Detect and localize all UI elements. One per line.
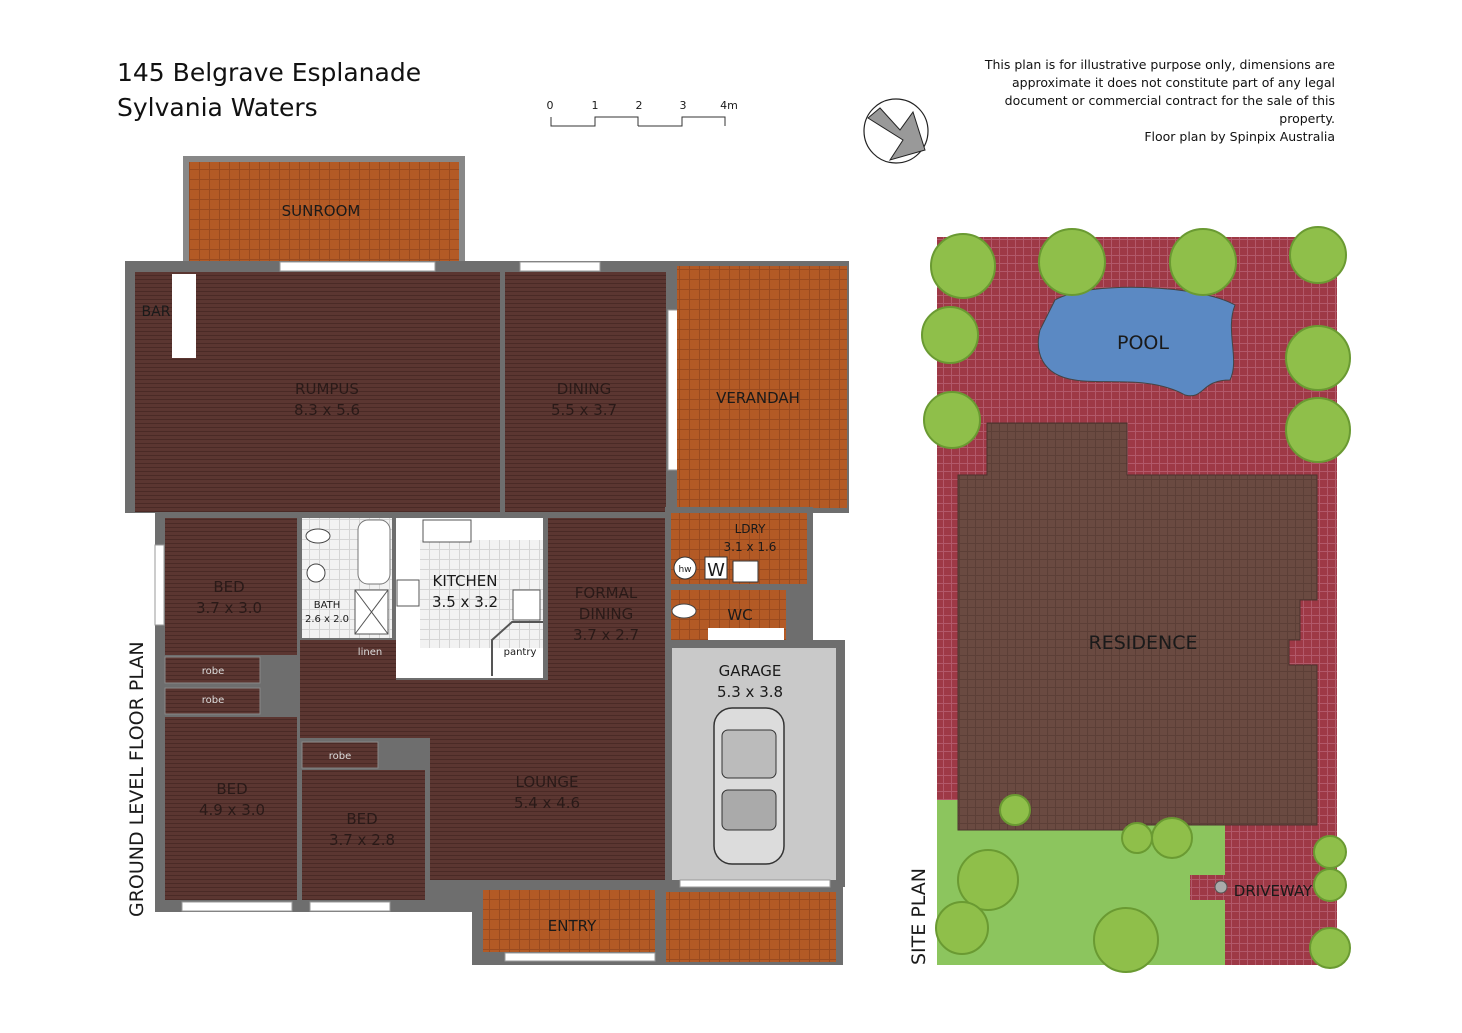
room-sunroom — [189, 162, 459, 262]
scale-tick: 0 — [547, 99, 554, 112]
room-label: LDRY — [735, 522, 766, 536]
room-label: robe — [329, 751, 352, 762]
room-dims: 2.6 x 2.0 — [305, 614, 349, 625]
room-dims: 5.5 x 3.7 — [551, 401, 617, 419]
room-label: FORMAL — [575, 584, 638, 602]
room-label: ENTRY — [548, 917, 597, 935]
scale-bar: 0 1 2 3 4m — [547, 99, 738, 127]
room-label: BED — [213, 578, 244, 596]
room-dims: 3.7 x 2.7 — [573, 626, 639, 644]
room-verandah — [677, 266, 847, 508]
room-label: BAR — [142, 304, 171, 320]
room-label: DINING — [557, 380, 611, 398]
pool-label: POOL — [1117, 332, 1169, 354]
hw-label: hw — [678, 565, 691, 575]
room-lounge — [300, 518, 666, 880]
address-line1: 145 Belgrave Esplanade — [117, 58, 422, 87]
robe — [301, 741, 379, 769]
room-entry — [483, 890, 655, 952]
room-dims: 5.3 x 3.8 — [717, 683, 783, 701]
room-label: BED — [346, 810, 377, 828]
tree-icons — [921, 226, 1351, 973]
room-bed2 — [165, 717, 297, 900]
room-label: WC — [727, 606, 752, 624]
scale-tick: 4m — [720, 99, 738, 112]
room-dims: 3.7 x 3.0 — [196, 599, 262, 617]
room-dims: 5.4 x 4.6 — [514, 794, 580, 812]
room-dims: 4.9 x 3.0 — [199, 801, 265, 819]
site-plan: POOL RESIDENCE DRIVEWAY SITE PLAN — [908, 226, 1351, 973]
room-label: pantry — [504, 647, 537, 658]
porch — [666, 892, 836, 962]
residence — [957, 422, 1318, 831]
room-label: BED — [216, 780, 247, 798]
room-label: linen — [358, 647, 382, 658]
room-label: LOUNGE — [516, 773, 579, 791]
north-arrow-icon — [863, 98, 929, 164]
robe — [164, 656, 261, 684]
floor-plan-title: GROUND LEVEL FLOOR PLAN — [126, 641, 148, 917]
scale-tick: 1 — [592, 99, 599, 112]
room-dims: 3.7 x 2.8 — [329, 831, 395, 849]
scale-tick: 3 — [680, 99, 687, 112]
room-label: BATH — [314, 600, 341, 611]
disclaimer-line: property. — [1279, 111, 1335, 126]
address-line2: Sylvania Waters — [117, 93, 318, 122]
room-dining — [505, 272, 666, 512]
disclaimer: This plan is for illustrative purpose on… — [985, 56, 1335, 146]
disclaimer-line: document or commercial contract for the … — [1004, 93, 1335, 108]
washer-label: W — [707, 560, 725, 581]
room-label: DINING — [579, 605, 633, 623]
bar-counter — [172, 274, 196, 358]
disclaimer-line: approximate it does not constitute part … — [1011, 75, 1335, 90]
residence-label: RESIDENCE — [1089, 632, 1198, 654]
room-label: VERANDAH — [716, 389, 800, 407]
hot-water-icon — [673, 556, 697, 580]
room-dims: 8.3 x 5.6 — [294, 401, 360, 419]
room-label: robe — [202, 695, 225, 706]
disclaimer-credit: Floor plan by Spinpix Australia — [1144, 129, 1335, 144]
room-dims: 3.1 x 1.6 — [724, 540, 777, 554]
room-label: KITCHEN — [433, 572, 498, 590]
floor-plan: SUNROOM BAR RUMPUS 8.3 x 5.6 DINING 5.5 … — [125, 156, 849, 965]
room-label: RUMPUS — [295, 380, 359, 398]
scale-tick: 2 — [636, 99, 643, 112]
room-label: GARAGE — [719, 662, 782, 680]
driveway-label: DRIVEWAY — [1234, 882, 1313, 900]
disclaimer-line: This plan is for illustrative purpose on… — [984, 57, 1335, 72]
site-plan-title: SITE PLAN — [908, 868, 930, 965]
room-bed1 — [165, 518, 297, 655]
car-icon — [713, 707, 785, 865]
room-label: SUNROOM — [282, 202, 361, 220]
room-dims: 3.5 x 3.2 — [432, 593, 498, 611]
robe — [164, 687, 261, 715]
room-bed3 — [302, 770, 425, 900]
room-label: robe — [202, 666, 225, 677]
